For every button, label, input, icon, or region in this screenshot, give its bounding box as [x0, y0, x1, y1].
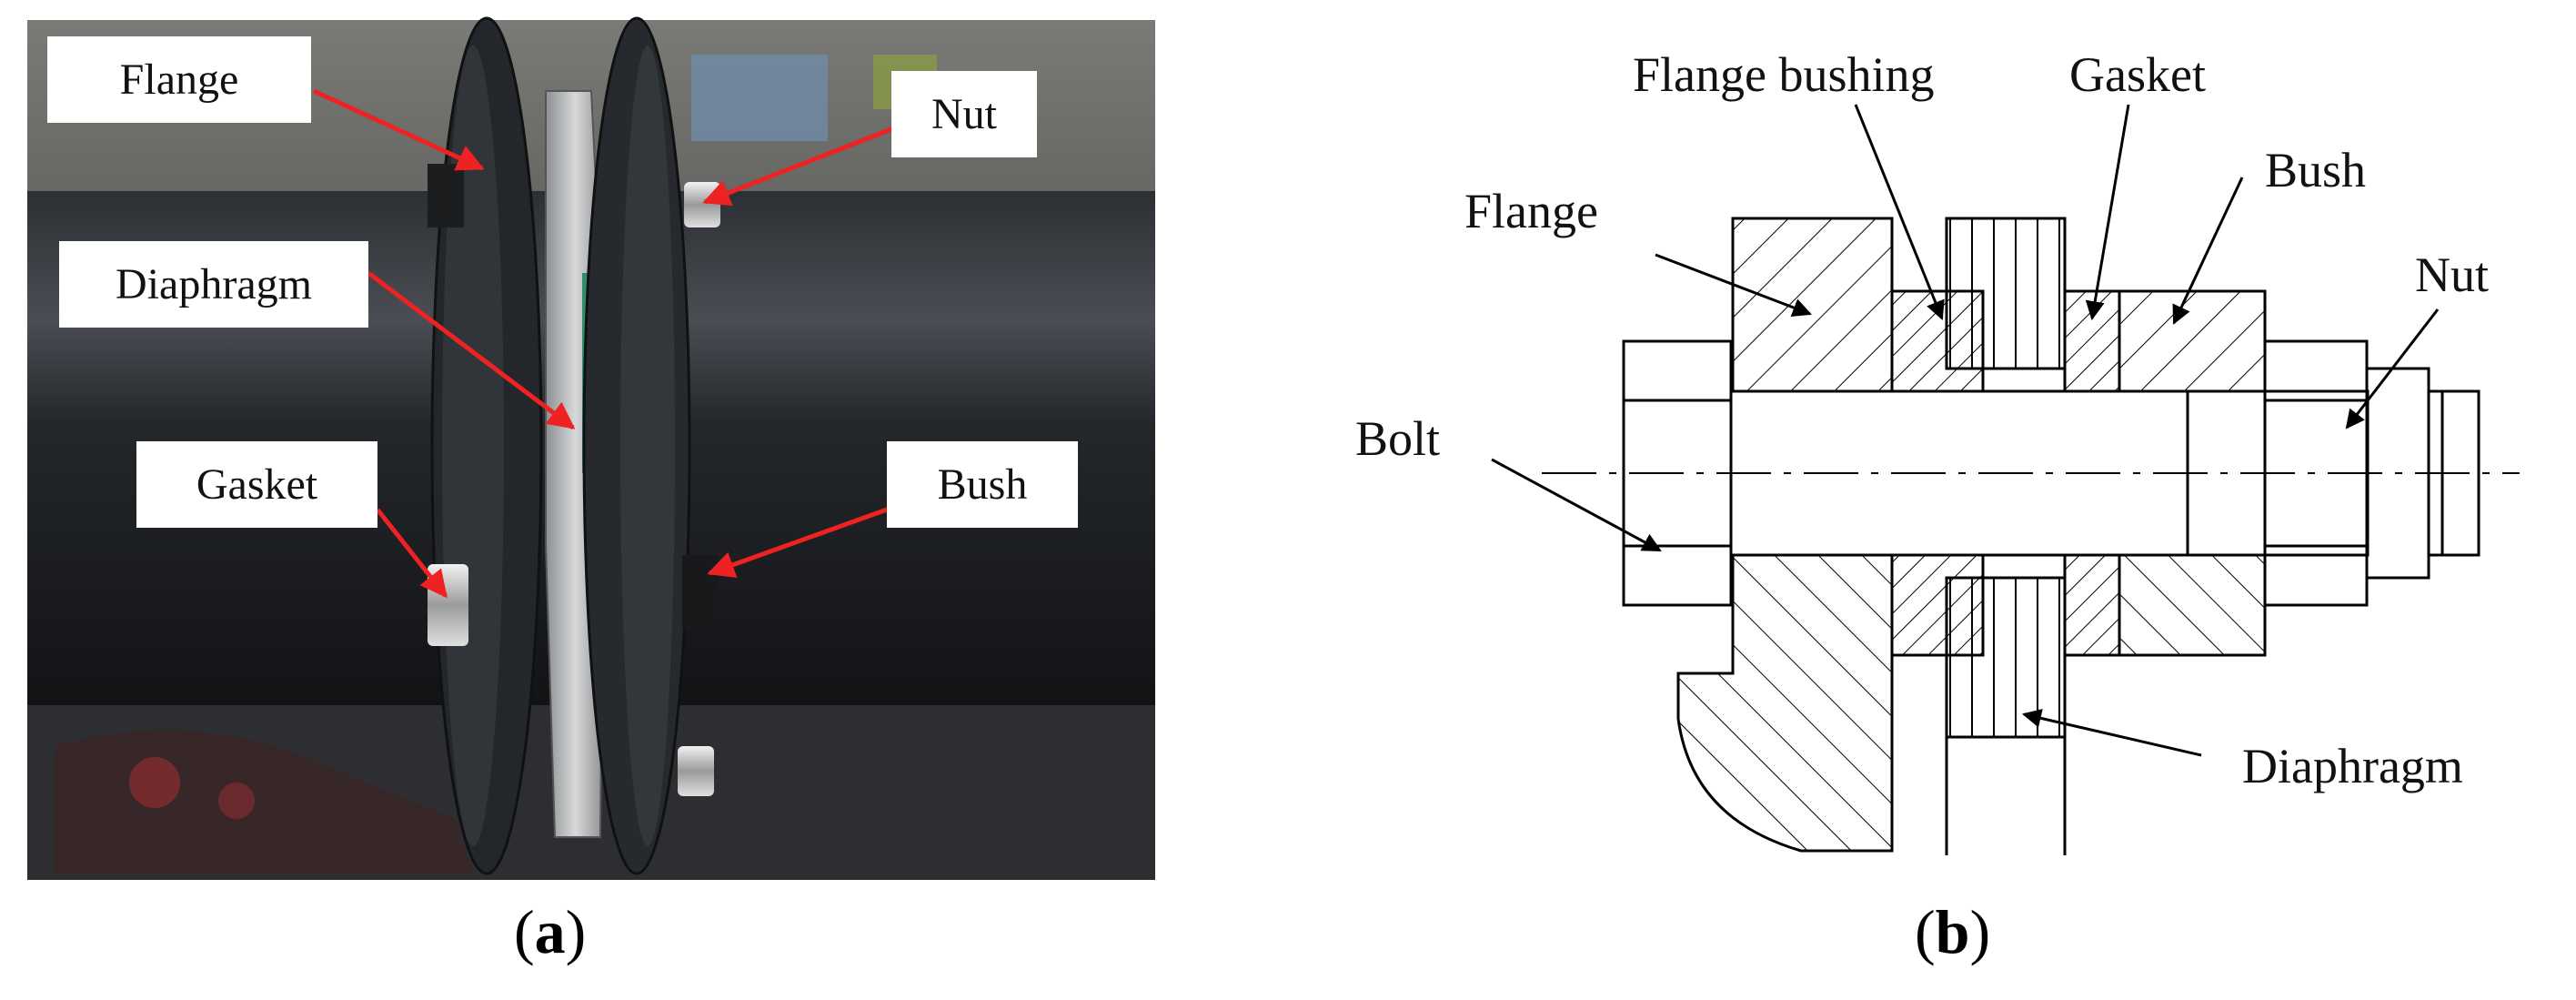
arrow-bush [707, 507, 888, 578]
label-flange: Flange [1464, 184, 1598, 238]
background-window [691, 55, 828, 141]
label-bush: Bush [887, 441, 1078, 528]
leader-bolt [1491, 458, 1662, 552]
arrow-gasket [376, 508, 448, 599]
diaphragm-upper [1945, 217, 2067, 370]
bush-lower [2118, 553, 2267, 657]
leader-flange-bushing [1854, 104, 1945, 320]
arrow-flange [312, 88, 485, 171]
label-gasket: Gasket [2069, 47, 2206, 102]
label-nut: Nut [2415, 247, 2489, 302]
caption-a: (a) [514, 897, 587, 966]
bush-upper [2118, 289, 2267, 393]
leader-bush [2172, 177, 2244, 325]
nut-top-right [684, 182, 720, 227]
label-diaphragm: Diaphragm [2242, 739, 2463, 793]
nut-bottom-left [428, 564, 468, 646]
bolt-head-top-left [428, 164, 464, 227]
photo-panel: Flange Nut Diaphragm Gasket Bush [0, 0, 1182, 910]
label-gasket: Gasket [136, 441, 377, 528]
diaphragm-lower [1945, 576, 2067, 739]
leader-gasket [2085, 104, 2130, 321]
label-bush: Bush [2265, 143, 2366, 197]
cross-section-drawing: Flange bushing Gasket Bush Flange Nut Bo… [1355, 47, 2520, 855]
leader-diaphragm [2021, 709, 2202, 757]
nut-lower-right [678, 746, 714, 796]
arrow-diaphragm [367, 271, 576, 429]
section-drawing-panel: Flange bushing Gasket Bush Flange Nut Bo… [1219, 0, 2576, 910]
label-nut: Nut [891, 71, 1037, 157]
gasket-upper [2063, 289, 2121, 393]
flange-photo [27, 16, 1155, 880]
caption-b: (b) [1915, 897, 1991, 966]
leader-flange [1655, 253, 1812, 318]
label-diaphragm: Diaphragm [59, 241, 368, 328]
arrow-nut [702, 125, 897, 207]
flange-lower [1676, 553, 1894, 853]
label-flange: Flange [47, 36, 311, 123]
bolt-tip [2427, 389, 2480, 557]
leader-nut [2345, 308, 2440, 429]
bush-bottom-right [682, 555, 719, 628]
gasket-lower [2063, 553, 2121, 657]
flange-upper [1731, 217, 1894, 393]
label-bolt: Bolt [1355, 411, 1440, 466]
label-flange-bushing: Flange bushing [1633, 47, 1935, 102]
